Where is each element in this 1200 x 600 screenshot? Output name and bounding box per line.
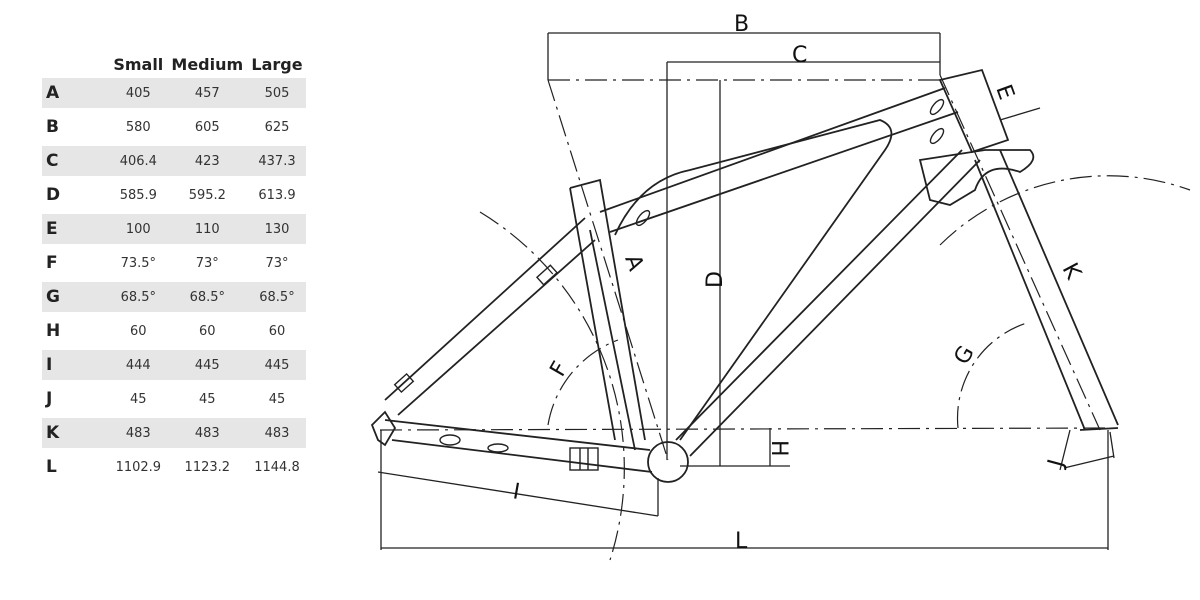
cell-medium: 595.2 [188, 187, 226, 203]
cell-large: 483 [247, 418, 306, 448]
row-key: K [42, 418, 110, 448]
label-B: B [734, 12, 749, 37]
column-header-medium: Medium [171, 54, 244, 74]
cell-small: 60 [130, 323, 147, 339]
seat-tube [569, 178, 646, 451]
cell-medium: 1123.2 [184, 459, 231, 475]
fork [974, 149, 1119, 431]
label-C: C [792, 43, 807, 68]
bike-frame [370, 68, 1119, 473]
cell-large: 625 [264, 119, 290, 135]
label-J: J [1043, 457, 1069, 472]
cell-large: 68.5° [247, 282, 306, 312]
row-key: B [46, 117, 59, 137]
label-D: D [703, 271, 728, 288]
bottom-bracket [647, 441, 689, 483]
cell-small: 483 [110, 418, 167, 448]
cell-small: 73.5° [120, 255, 157, 271]
row-key: F [46, 253, 58, 273]
row-key: L [46, 457, 57, 477]
row-key: I [42, 350, 110, 380]
cell-small: 1102.9 [115, 459, 162, 475]
cell-large: 45 [268, 391, 286, 407]
cell-medium: 68.5° [166, 282, 248, 312]
rear-dropout [370, 410, 397, 447]
row-key: H [46, 321, 61, 341]
cell-large: 505 [247, 78, 306, 108]
cell-large: 437.3 [247, 146, 306, 176]
label-I: I [511, 479, 522, 505]
cell-large: 613.9 [258, 187, 296, 203]
label-L: L [735, 529, 748, 554]
cell-small: 444 [110, 350, 167, 380]
cell-large: 445 [247, 350, 306, 380]
cell-large: 1144.8 [254, 459, 300, 475]
cell-large: 60 [268, 323, 286, 339]
label-A: A [619, 252, 648, 275]
label-F: F [546, 358, 574, 381]
cell-small: 585.9 [119, 187, 157, 203]
label-K: K [1057, 259, 1086, 284]
cell-small: 68.5° [110, 282, 167, 312]
row-key: E [42, 214, 110, 244]
table-row: J 45 45 45 [42, 384, 306, 414]
table-header-row: Small Medium Large [42, 50, 306, 78]
table-row: F 73.5° 73° 73° [42, 248, 306, 278]
down-tube [675, 149, 981, 457]
chain-stay [384, 419, 653, 473]
cell-medium: 423 [166, 146, 248, 176]
cell-medium: 73° [195, 255, 219, 271]
construction-lines [379, 74, 1191, 561]
inner-triangle [614, 119, 893, 441]
row-key: A [42, 78, 110, 108]
cell-medium: 605 [194, 119, 220, 135]
label-E: E [990, 82, 1018, 104]
top-tube [599, 87, 959, 233]
column-header-large: Large [251, 54, 303, 74]
cell-medium: 457 [166, 78, 248, 108]
seat-stay [384, 217, 596, 416]
cell-small: 100 [110, 214, 167, 244]
fork-crown [918, 149, 1035, 206]
label-H: H [766, 440, 791, 457]
cell-small: 405 [110, 78, 167, 108]
cell-large: 130 [247, 214, 306, 244]
row-key: G [42, 282, 110, 312]
cell-large: 73° [265, 255, 289, 271]
row-key: J [46, 389, 53, 409]
table-row: L 1102.9 1123.2 1144.8 [42, 452, 306, 482]
cell-small: 580 [125, 119, 151, 135]
cell-medium: 45 [199, 391, 216, 407]
row-key: D [46, 185, 61, 205]
row-key: C [42, 146, 110, 176]
head-tube [938, 68, 1010, 154]
label-G: G [950, 342, 980, 369]
table-row: B 580 605 625 [42, 112, 306, 142]
table-row: D 585.9 595.2 613.9 [42, 180, 306, 210]
cell-medium: 110 [166, 214, 248, 244]
cell-small: 45 [130, 391, 147, 407]
cell-small: 406.4 [110, 146, 167, 176]
table-row: H 60 60 60 [42, 316, 306, 346]
dimension-lines [377, 32, 1115, 550]
frame-details [393, 98, 945, 471]
cell-medium: 483 [166, 418, 248, 448]
cell-medium: 445 [166, 350, 248, 380]
column-header-small: Small [113, 54, 164, 74]
cell-medium: 60 [199, 323, 216, 339]
